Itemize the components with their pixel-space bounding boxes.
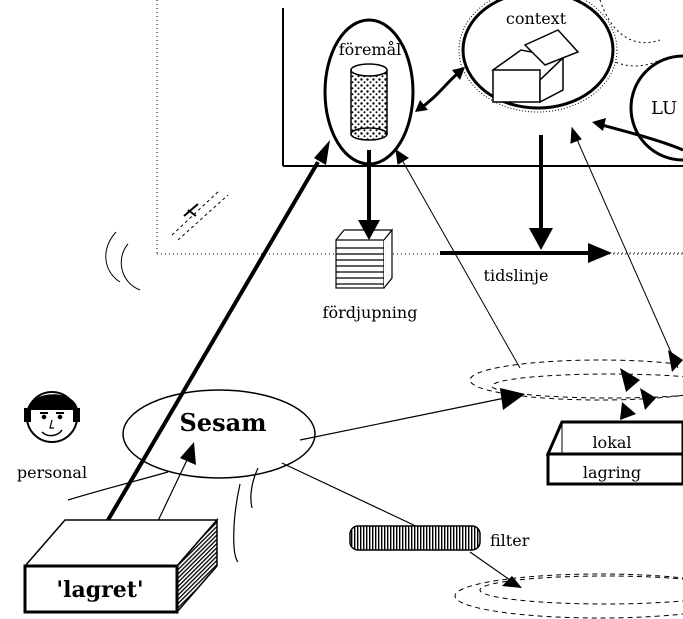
filter-group[interactable]: filter xyxy=(349,525,530,588)
tidslinje-timeline[interactable]: tidslinje xyxy=(440,243,683,285)
face-icon xyxy=(24,391,80,443)
thin-connectors xyxy=(395,126,679,369)
tidslinje-label: tidslinje xyxy=(484,266,549,285)
fordjupning-label: fördjupning xyxy=(323,303,418,322)
context-down-arrow xyxy=(529,135,553,250)
lu-label: LU xyxy=(651,98,677,119)
fordjupning-group[interactable]: fördjupning xyxy=(323,150,418,322)
box-icon xyxy=(491,29,580,104)
lu-node[interactable]: LU xyxy=(629,54,683,162)
sesam-label: Sesam xyxy=(179,408,266,437)
dashed-loops xyxy=(454,359,683,619)
cylinder-icon xyxy=(350,63,388,141)
personal-avatar[interactable]: personal xyxy=(17,391,87,482)
connector-arrows-top xyxy=(415,67,683,152)
lagret-label: 'lagret' xyxy=(56,577,143,603)
foremal-label: föremål xyxy=(339,40,402,59)
lagret-box[interactable]: 'lagret' xyxy=(23,517,219,615)
context-label: context xyxy=(506,9,567,28)
perspective-marks xyxy=(171,189,229,241)
personal-label: personal xyxy=(17,463,87,482)
foremal-node[interactable]: föremål xyxy=(323,18,415,166)
sound-wave-marks xyxy=(105,231,141,291)
context-node[interactable]: context xyxy=(458,0,661,113)
filter-label: filter xyxy=(490,531,530,550)
sesam-connectors xyxy=(67,140,525,563)
loop-arrows xyxy=(620,350,683,420)
lokal-lagring-box[interactable]: lokal lagring xyxy=(545,420,683,486)
lagring-label: lagring xyxy=(583,463,641,482)
lokal-label: lokal xyxy=(592,433,631,452)
stack-icon xyxy=(335,228,393,289)
inner-frame xyxy=(282,8,683,167)
